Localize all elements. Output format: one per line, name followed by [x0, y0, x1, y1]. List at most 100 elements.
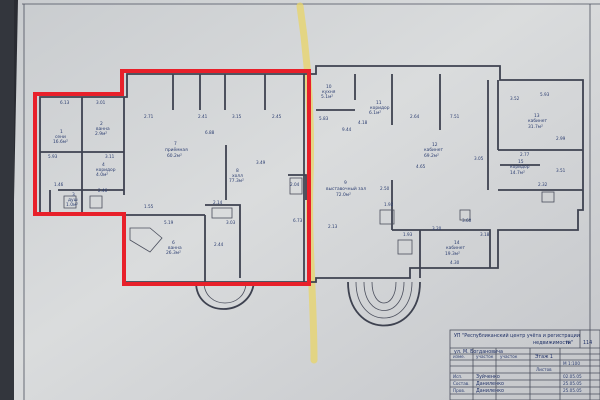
room-number: 2 — [100, 121, 103, 127]
sheet-number-label: № — [566, 340, 571, 346]
red-highlight-outline — [33, 69, 311, 286]
sheet-number: 114 — [583, 340, 592, 346]
dimension-label: 5.93 — [48, 154, 58, 159]
dimension-label: 5.19 — [164, 220, 174, 225]
room-number: 8 — [236, 168, 239, 174]
room-name: сени — [55, 135, 66, 140]
room-area: 19.3м² — [445, 251, 460, 257]
dimension-label: 4.30 — [450, 260, 460, 265]
dimension-label: 1.93 — [403, 232, 413, 237]
room-name: душ — [68, 198, 78, 203]
room-number: 4 — [102, 162, 105, 168]
room-name: коридор — [96, 168, 116, 173]
dimension-label: 7.51 — [450, 114, 460, 119]
signature-name: Зуйченко — [476, 373, 500, 380]
signature-role: Пров. — [453, 388, 465, 393]
dimension-label: 3.05 — [474, 156, 484, 161]
signature-date: 25.05.05 — [563, 388, 582, 393]
dimension-label: 2.41 — [198, 114, 208, 119]
room-name: приёмная — [165, 147, 188, 153]
room-number: 11 — [376, 100, 382, 106]
dimension-label: 2.46 — [98, 188, 108, 193]
room-area: 77.3м² — [229, 178, 244, 184]
dimension-label: 2.14 — [213, 200, 223, 205]
room-name: кабинет — [424, 146, 443, 153]
dimension-label: 9.44 — [342, 127, 352, 132]
dimension-label: 2.44 — [214, 242, 224, 247]
dimension-labels: 6.13 3.01 2.71 2.41 3.15 2.45 6.88 5.93 … — [48, 92, 566, 265]
column-header: участок — [476, 354, 494, 359]
dimension-label: 2.50 — [380, 186, 390, 191]
room-area: 60.2м² — [167, 153, 182, 159]
room-name: кабинет — [446, 244, 465, 251]
dimension-label: 3.01 — [96, 100, 106, 105]
dimension-label: 2.32 — [538, 182, 548, 187]
table-edge — [0, 0, 14, 400]
room-number: 7 — [174, 141, 177, 147]
room-number: 3 — [72, 192, 75, 198]
room-name: коридор — [370, 106, 390, 111]
dimension-label: 3.20 — [432, 226, 442, 231]
room-area: 14.7м² — [510, 170, 525, 176]
signature-role: Состав. — [453, 381, 470, 386]
dimension-label: 4.65 — [416, 164, 426, 169]
address-line: ул. М. Богдановича — [454, 349, 503, 355]
dimension-label: 1.92 — [384, 202, 394, 207]
room-name: кухня — [322, 90, 336, 95]
room-name: коридор — [510, 165, 530, 170]
dimension-label: 2.64 — [410, 114, 420, 119]
dimension-label: 3.52 — [510, 96, 520, 101]
dimension-label: 3.49 — [256, 160, 266, 165]
page-count-label: Листов — [536, 367, 552, 372]
floor-label: Этаж 1 — [535, 354, 553, 360]
column-header: изме. — [453, 354, 465, 359]
room-area: 31.7м² — [528, 124, 543, 130]
title-block-stamp: УП "Республиканский центр учёта и регист… — [449, 329, 600, 400]
room-number: 9 — [344, 180, 347, 186]
room-area: 6.1м² — [369, 110, 381, 116]
signature-role: Исп. — [453, 374, 463, 379]
dimension-label: 2.71 — [144, 114, 154, 119]
room-number: 1 — [60, 129, 63, 135]
room-area: 72.0м² — [336, 192, 351, 198]
scale-label: М 1:100 — [563, 361, 580, 366]
room-number: 12 — [432, 142, 438, 148]
floor-plan-walls — [39, 65, 584, 327]
dimension-label: 3.60 — [462, 218, 472, 223]
organization-name: УП "Республиканский центр учёта и регист… — [454, 332, 580, 339]
room-number: 10 — [326, 84, 332, 90]
signature-name: Даниленко — [476, 381, 504, 387]
room-number: 13 — [534, 113, 540, 119]
dimension-label: 6.73 — [293, 218, 303, 223]
paper-sheet — [10, 0, 600, 400]
room-area: 16.6м² — [53, 139, 68, 145]
room-number: 15 — [518, 159, 524, 165]
organization-name-continued: недвижимости" — [533, 340, 573, 346]
dimension-label: 3.11 — [105, 154, 115, 159]
room-area: 26.3м² — [166, 250, 181, 256]
dimension-label: 4.18 — [358, 120, 368, 125]
room-name: холл — [232, 174, 243, 179]
dimension-label: 2.04 — [290, 182, 300, 187]
dimension-label: 2.99 — [556, 136, 566, 141]
dimension-label: 2.45 — [272, 114, 282, 119]
dimension-label: 3.03 — [226, 220, 236, 225]
dimension-label: 3.15 — [232, 114, 242, 119]
room-area: 69.2м² — [424, 153, 439, 159]
room-name: ванна — [168, 246, 182, 251]
dimension-label: 1.55 — [144, 204, 154, 209]
room-area: 2.9м² — [95, 131, 107, 137]
room-number: 6 — [172, 240, 175, 246]
dimension-label: 3.51 — [556, 168, 566, 173]
dimension-label: 2.77 — [520, 152, 530, 157]
room-area: 4.0м² — [96, 172, 108, 178]
column-header: участок — [500, 354, 518, 359]
signature-name: Даниленко — [476, 388, 504, 394]
dimension-label: 2.13 — [328, 224, 338, 229]
dimension-label: 1.46 — [54, 182, 64, 187]
room-name: выставочный зал — [326, 185, 366, 192]
signature-date: 02.05.05 — [563, 374, 582, 379]
signature-date: 25.05.05 — [563, 381, 582, 386]
